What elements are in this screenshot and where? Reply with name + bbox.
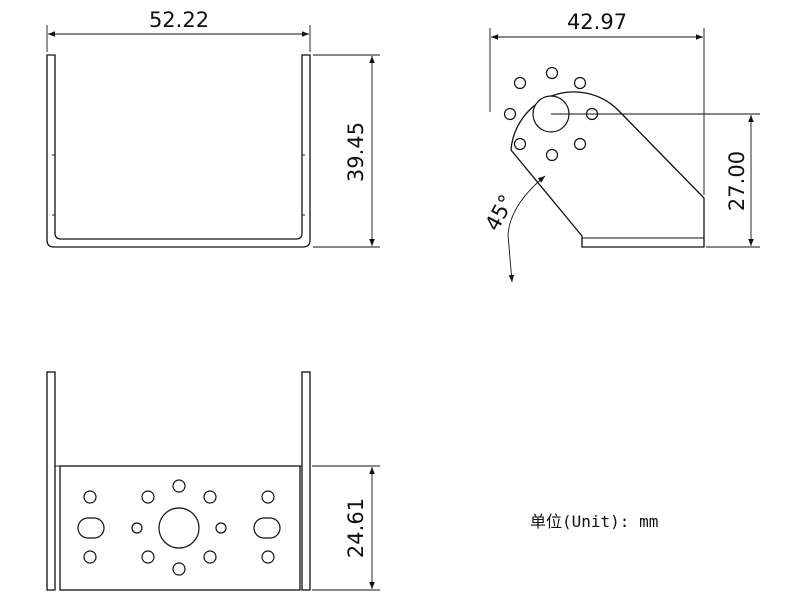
unit-note: 单位(Unit): mm [530, 512, 658, 531]
base-mount-hole [172, 479, 186, 493]
mount-hole [545, 66, 559, 80]
base-mount-hole [172, 562, 186, 576]
mount-hole [513, 137, 527, 151]
base-mount-hole [83, 550, 97, 564]
base-slot [77, 517, 105, 539]
base-mount-hole [261, 550, 275, 564]
right-side-plate [301, 371, 311, 591]
angle-arc [507, 175, 546, 283]
base-mount-hole [141, 550, 155, 564]
front-width-label: 52.22 [149, 8, 209, 32]
left-side-plate [46, 371, 56, 591]
bottom-height-label: 24.61 [344, 498, 368, 558]
mount-hole [513, 76, 527, 90]
side-view: 42.97 27.00 45° [480, 10, 760, 283]
side-view-outline [510, 91, 705, 248]
base-mount-hole [131, 522, 143, 534]
bottom-view: 24.61 [46, 371, 380, 591]
base-mount-hole [83, 490, 97, 504]
side-height-label: 27.00 [725, 151, 749, 211]
base-mount-hole [203, 550, 217, 564]
mount-hole [573, 137, 587, 151]
base-center-hole [158, 507, 200, 549]
angle-label: 45° [480, 191, 519, 235]
front-height-label: 39.45 [344, 122, 368, 182]
base-mount-hole [203, 490, 217, 504]
front-view-outline [46, 54, 311, 248]
base-mount-hole [141, 490, 155, 504]
base-mount-hole [215, 522, 227, 534]
mount-hole [545, 148, 559, 162]
base-slot [253, 517, 281, 539]
front-view: 52.22 39.45 [46, 8, 380, 248]
base-mount-hole [261, 490, 275, 504]
side-width-label: 42.97 [567, 10, 627, 34]
mount-hole [503, 107, 517, 121]
mount-hole [573, 76, 587, 90]
